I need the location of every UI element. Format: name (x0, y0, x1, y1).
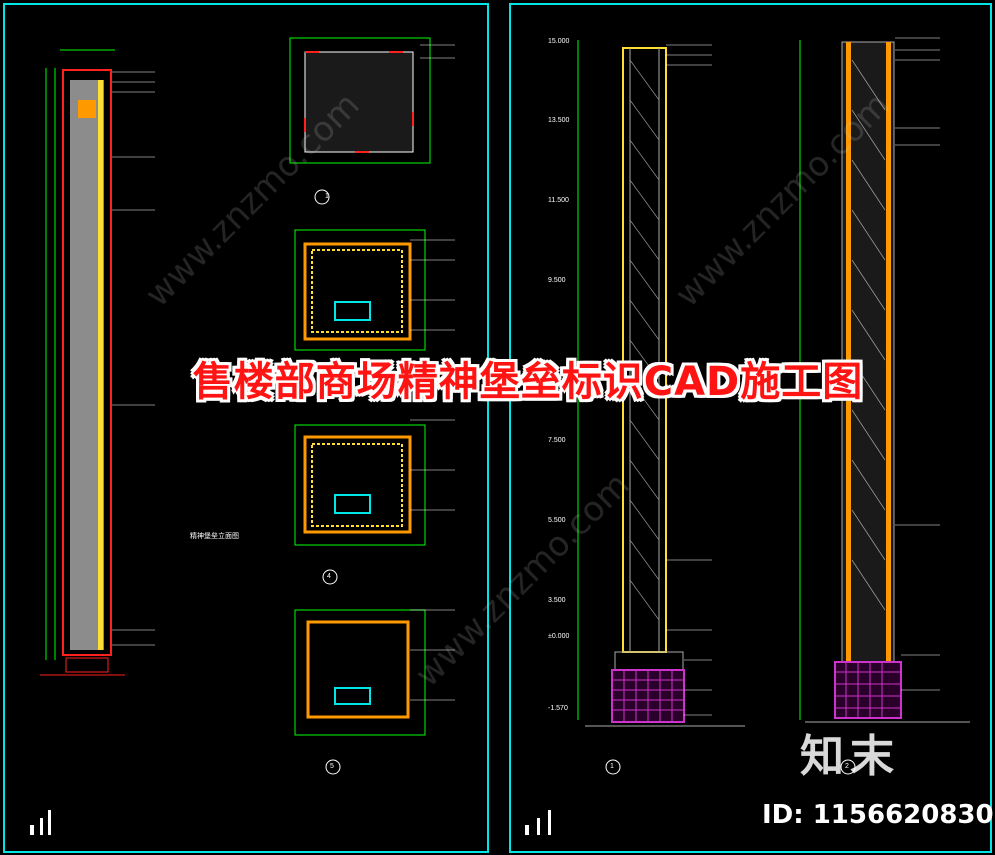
level-mark: -1.570 (548, 705, 568, 712)
level-mark: 11.500 (548, 197, 569, 204)
level-mark: 9.500 (548, 277, 566, 284)
left-leaders (112, 71, 155, 646)
plan-label-5: 5 (330, 763, 334, 770)
elevation-label-2: 2 (845, 763, 849, 770)
plan-1 (289, 37, 431, 205)
level-mark: 5.500 (548, 517, 566, 524)
page-title: 售楼部商场精神堡垒标识CAD施工图 (192, 359, 864, 405)
plan-label-4: 4 (327, 573, 331, 580)
plan-leaders (410, 44, 455, 701)
brand-logo: 知末 (800, 731, 900, 782)
right-sheet-frame (509, 3, 992, 853)
left-elevation (40, 49, 125, 676)
elev1-leaders (666, 44, 712, 716)
right-elevation-1 (577, 40, 745, 775)
id-label: ID: 1156620830 (762, 800, 994, 830)
elev2-leaders (895, 37, 940, 691)
right-elevation-2 (799, 40, 970, 775)
plan-3 (294, 424, 426, 585)
level-mark: 15.000 (548, 38, 570, 45)
plan-label-1: 1 (325, 193, 329, 200)
level-mark: 13.500 (548, 117, 570, 124)
plan-4 (294, 609, 426, 775)
level-mark: 3.500 (548, 597, 566, 604)
sheet-ticks (30, 810, 551, 835)
left-sheet-frame (3, 3, 489, 853)
elevation-label-1: 1 (610, 763, 614, 770)
plan-2 (294, 229, 426, 351)
level-mark: ±0.000 (548, 633, 570, 640)
section-note: 精神堡垒立面图 (190, 533, 239, 540)
level-mark: 7.500 (548, 437, 566, 444)
